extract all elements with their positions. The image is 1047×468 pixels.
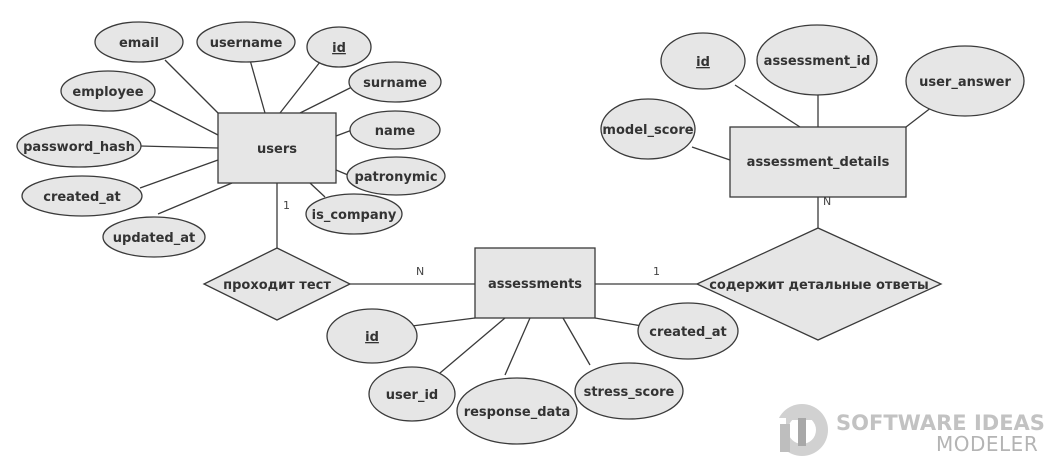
svg-text:surname: surname	[363, 76, 427, 91]
edge-users-iscompany	[309, 182, 326, 198]
attr-users-email[interactable]: email	[94, 21, 184, 63]
svg-text:employee: employee	[72, 85, 143, 100]
svg-text:response_data: response_data	[464, 405, 571, 420]
connectors	[139, 59, 933, 376]
watermark: SOFTWARE IDEAS MODELER	[776, 404, 1045, 456]
edge-assessments-userid	[439, 317, 506, 374]
edge-users-username	[249, 59, 266, 114]
attr-users-username[interactable]: username	[196, 21, 296, 63]
edge-users-surname	[299, 82, 361, 114]
svg-text:users: users	[257, 142, 297, 157]
edge-assessments-created	[594, 317, 643, 327]
edge-users-patronymic	[335, 169, 349, 176]
edge-details-modelscore	[691, 146, 731, 161]
attr-assessments-response-data[interactable]: response_data	[456, 377, 578, 445]
svg-text:user_id: user_id	[386, 388, 438, 403]
edge-assessments-stress	[562, 317, 591, 366]
card-details-side: N	[823, 195, 831, 208]
svg-text:created_at: created_at	[649, 325, 727, 340]
card-assessments-right: 1	[653, 265, 660, 278]
attr-details-id[interactable]: id	[660, 32, 746, 90]
svg-text:проходит тест: проходит тест	[223, 278, 331, 293]
entity-assessments[interactable]: assessments	[474, 247, 596, 319]
watermark-line2: MODELER	[936, 432, 1038, 456]
edge-assessments-response	[504, 317, 531, 376]
attr-users-patronymic[interactable]: patronymic	[346, 156, 446, 196]
attr-details-assessment-id[interactable]: assessment_id	[756, 24, 878, 96]
edge-users-updated	[157, 182, 233, 215]
attr-users-name[interactable]: name	[349, 110, 441, 150]
attr-users-id[interactable]: id	[306, 26, 372, 68]
attr-details-model-score[interactable]: model_score	[600, 98, 696, 160]
relationship-contains-answers[interactable]: содержит детальные ответы	[695, 227, 943, 341]
svg-text:created_at: created_at	[43, 190, 121, 205]
card-users-side: 1	[283, 199, 290, 212]
edge-users-created	[139, 159, 219, 189]
edge-users-password	[139, 145, 219, 149]
svg-text:assessments: assessments	[488, 277, 582, 292]
attr-users-is-company[interactable]: is_company	[305, 193, 403, 235]
svg-text:содержит детальные ответы: содержит детальные ответы	[709, 278, 929, 293]
edge-details-useranswer	[905, 106, 933, 128]
svg-text:id: id	[332, 41, 346, 56]
edge-assessments-id	[411, 317, 476, 327]
svg-text:username: username	[210, 36, 283, 51]
svg-text:stress_score: stress_score	[584, 385, 675, 400]
attr-assessments-stress-score[interactable]: stress_score	[574, 362, 684, 420]
attr-users-password-hash[interactable]: password_hash	[16, 124, 142, 168]
attr-users-created-at[interactable]: created_at	[21, 175, 143, 217]
edge-users-name	[335, 129, 353, 137]
edge-users-email	[164, 59, 219, 114]
svg-text:id: id	[365, 330, 379, 345]
svg-text:model_score: model_score	[602, 123, 693, 138]
svg-text:id: id	[696, 55, 710, 70]
svg-text:user_answer: user_answer	[919, 75, 1011, 90]
attr-details-user-answer[interactable]: user_answer	[905, 45, 1025, 117]
svg-text:assessment_details: assessment_details	[747, 155, 890, 170]
entity-users[interactable]: users	[217, 112, 337, 184]
attr-assessments-id[interactable]: id	[326, 308, 418, 364]
card-assessments-left: N	[416, 265, 424, 278]
attr-assessments-user-id[interactable]: user_id	[368, 366, 456, 422]
svg-text:email: email	[119, 36, 159, 51]
svg-text:name: name	[375, 124, 416, 139]
attr-users-surname[interactable]: surname	[348, 61, 442, 103]
edge-users-employee	[149, 99, 219, 136]
svg-text:is_company: is_company	[312, 208, 397, 223]
attr-assessments-created-at[interactable]: created_at	[637, 302, 739, 360]
software-ideas-logo-icon	[776, 404, 828, 456]
edge-users-id	[279, 61, 321, 114]
svg-text:patronymic: patronymic	[354, 170, 437, 185]
svg-text:password_hash: password_hash	[23, 140, 135, 155]
edge-details-id	[734, 84, 801, 128]
watermark-line1: SOFTWARE IDEAS	[836, 411, 1045, 435]
attr-users-updated-at[interactable]: updated_at	[102, 216, 206, 258]
svg-text:updated_at: updated_at	[113, 231, 195, 246]
relationship-takes-test[interactable]: проходит тест	[202, 247, 352, 321]
svg-text:assessment_id: assessment_id	[764, 54, 871, 69]
attr-users-employee[interactable]: employee	[60, 70, 156, 112]
entity-assessment-details[interactable]: assessment_details	[729, 126, 907, 198]
